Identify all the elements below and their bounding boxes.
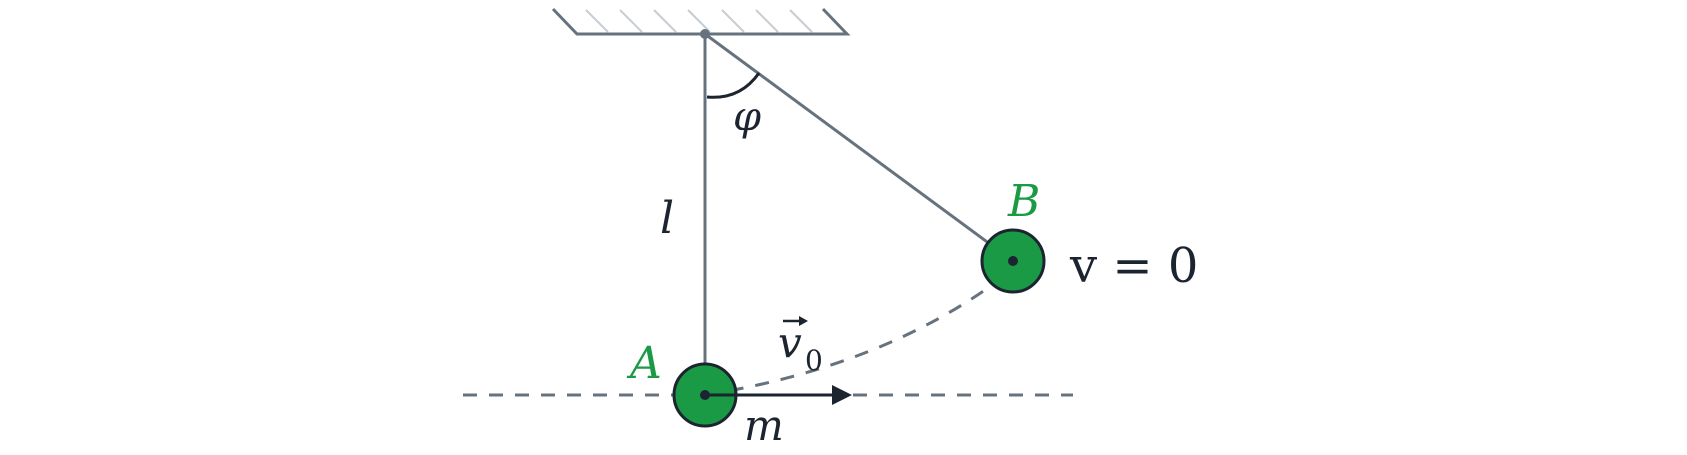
ceiling-hatching xyxy=(585,9,813,33)
velocity-vector xyxy=(705,385,852,405)
angle-label: φ xyxy=(733,94,761,140)
ball-b-center xyxy=(1008,256,1018,266)
vector-overline-arrowhead xyxy=(799,316,808,326)
velocity-subscript: 0 xyxy=(805,344,823,377)
ceiling-support xyxy=(551,7,851,36)
string-deflected xyxy=(704,32,1014,263)
length-label: l xyxy=(660,193,674,244)
pivot-point xyxy=(700,29,710,39)
point-a-label: A xyxy=(626,338,662,389)
velocity-at-b-label: v = 0 xyxy=(1069,238,1198,294)
ball-b xyxy=(980,228,1046,294)
velocity-vector-arrowhead xyxy=(832,385,852,405)
velocity-label: v 0 xyxy=(778,316,823,377)
ceiling-line xyxy=(551,7,851,36)
velocity-symbol: v xyxy=(778,318,802,367)
angle-arc xyxy=(706,72,761,99)
trajectory-arc xyxy=(703,276,1003,397)
mass-label: m xyxy=(744,401,784,450)
point-b-label: B xyxy=(1007,176,1040,227)
